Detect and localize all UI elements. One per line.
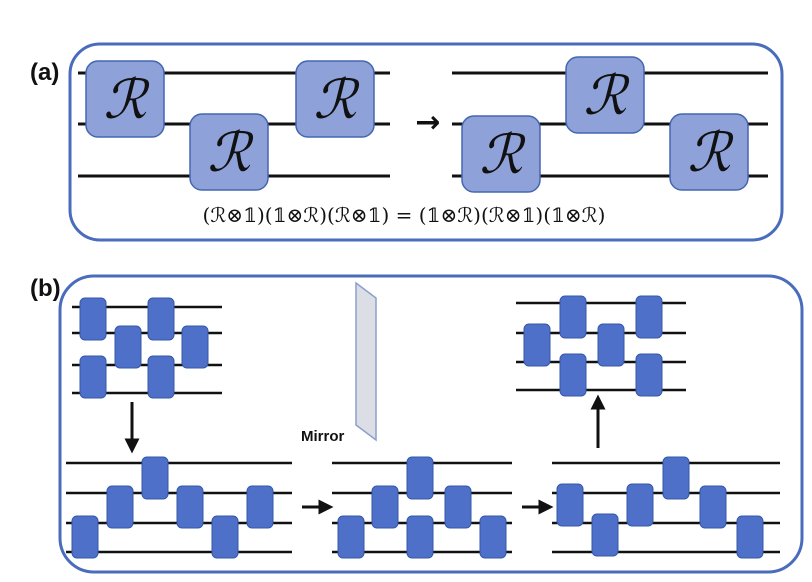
gate bbox=[591, 513, 619, 557]
gate bbox=[559, 353, 587, 397]
gate bbox=[479, 515, 507, 559]
r-gate-symbol: ℛ bbox=[103, 68, 150, 131]
braid-equation: (ℛ⊗𝟙)(𝟙⊗ℛ)(ℛ⊗𝟙) = (𝟙⊗ℛ)(ℛ⊗𝟙)(𝟙⊗ℛ) bbox=[203, 203, 606, 227]
r-gate: ℛ bbox=[669, 113, 749, 191]
panel-a-left-circuit: ℛ ℛ ℛ bbox=[78, 60, 390, 191]
r-gate-symbol: ℛ bbox=[583, 64, 630, 127]
r-gate-symbol: ℛ bbox=[479, 123, 526, 186]
gate bbox=[406, 456, 434, 500]
r-gate: ℛ bbox=[189, 113, 269, 191]
r-gate: ℛ bbox=[295, 60, 375, 138]
gate bbox=[71, 515, 99, 559]
gate bbox=[147, 297, 175, 341]
gate bbox=[406, 515, 434, 559]
gate bbox=[523, 323, 551, 367]
gate bbox=[246, 485, 274, 529]
r-gate-symbol: ℛ bbox=[207, 121, 254, 184]
panel-b-frame bbox=[58, 274, 804, 574]
brickwork-circuit-top-left bbox=[72, 297, 222, 399]
r-gate: ℛ bbox=[85, 60, 165, 138]
gate bbox=[141, 456, 169, 500]
r-gate: ℛ bbox=[461, 115, 541, 193]
gate bbox=[662, 456, 690, 500]
panel-a-frame bbox=[68, 42, 784, 242]
staircase-circuit-bottom-right bbox=[552, 456, 780, 559]
gate bbox=[147, 355, 175, 399]
gate bbox=[79, 355, 107, 399]
r-gate-symbol: ℛ bbox=[313, 68, 360, 131]
gate bbox=[106, 485, 134, 529]
panel-a-right-circuit: ℛ ℛ ℛ bbox=[452, 56, 768, 193]
mirror-plane bbox=[355, 281, 377, 442]
panel-b-label: (b) bbox=[30, 275, 61, 302]
gate bbox=[176, 485, 204, 529]
gate bbox=[699, 485, 727, 529]
gate bbox=[556, 483, 584, 527]
gate bbox=[114, 325, 142, 369]
gate bbox=[626, 483, 654, 527]
panel-a-label: (a) bbox=[30, 59, 59, 86]
gate bbox=[181, 325, 209, 369]
gate bbox=[444, 485, 472, 529]
gate bbox=[371, 485, 399, 529]
r-gate-symbol: ℛ bbox=[687, 121, 734, 184]
gate bbox=[337, 515, 365, 559]
mirror-label: Mirror bbox=[301, 428, 345, 445]
brickwork-circuit-top-right bbox=[516, 295, 686, 397]
gate bbox=[79, 297, 107, 341]
equivalence-arrow: → bbox=[415, 105, 440, 140]
gate bbox=[635, 353, 663, 397]
gate bbox=[559, 295, 587, 339]
gate bbox=[211, 515, 239, 559]
gate bbox=[597, 323, 625, 367]
gate bbox=[736, 515, 764, 559]
staircase-circuit-bottom-left bbox=[66, 456, 292, 559]
r-gate: ℛ bbox=[565, 56, 645, 134]
gate bbox=[635, 295, 663, 339]
staircase-circuit-bottom-middle bbox=[332, 456, 512, 559]
